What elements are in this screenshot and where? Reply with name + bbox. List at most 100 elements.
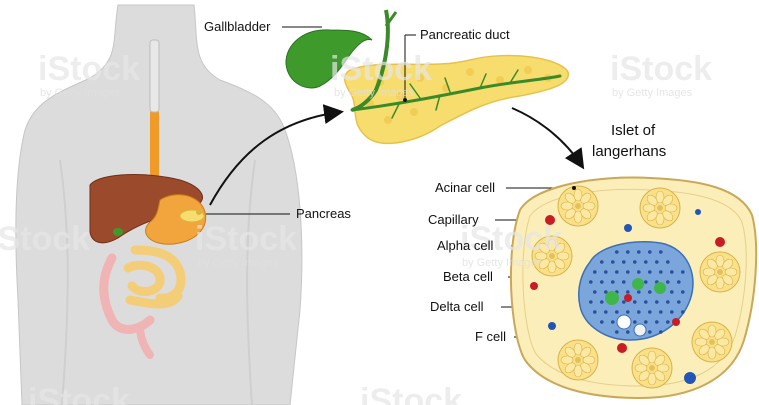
acinar-rosette: [558, 340, 598, 380]
watermark-sub-5: by Getty Images: [198, 257, 279, 269]
acinar-pointer-dot: [572, 186, 576, 190]
beta-cell-nucleus: [655, 320, 659, 324]
beta-cell-nucleus: [600, 320, 604, 324]
trachea: [150, 40, 159, 112]
watermark-brand-1: iStock: [38, 50, 140, 88]
beta-cell-nucleus: [648, 330, 652, 334]
beta-cell-nucleus: [600, 300, 604, 304]
beta-cell-nucleus: [644, 320, 648, 324]
f-cell: [634, 324, 646, 336]
acinar-rosette: [700, 252, 740, 292]
beta-cell-nucleus: [600, 260, 604, 264]
beta-cell-nucleus: [626, 270, 630, 274]
beta-cell-nucleus: [589, 280, 593, 284]
beta-cell-nucleus: [644, 260, 648, 264]
watermark-brand-2: iStock: [330, 50, 432, 88]
beta-cell-nucleus: [626, 330, 630, 334]
beta-cell-nucleus: [659, 270, 663, 274]
beta-cell-nucleus: [593, 270, 597, 274]
label-alpha-cell: Alpha cell: [437, 238, 493, 253]
label-beta-cell: Beta cell: [443, 269, 493, 284]
label-capillary: Capillary: [428, 212, 479, 227]
acinar-rosette: [640, 188, 680, 228]
beta-cell-nucleus: [659, 310, 663, 314]
acinar-rosette: [558, 186, 598, 226]
beta-cell-nucleus: [633, 260, 637, 264]
watermark-brand-5: iStock: [195, 220, 297, 258]
beta-cell-nucleus: [644, 300, 648, 304]
label-pancreatic-duct: Pancreatic duct: [420, 27, 510, 42]
beta-cell-nucleus: [681, 310, 685, 314]
beta-cell-nucleus: [637, 270, 641, 274]
acinar-rosette: [692, 322, 732, 362]
beta-cell-nucleus: [666, 320, 670, 324]
watermark-brand-8: iStock: [360, 382, 462, 405]
label-pancreas: Pancreas: [296, 206, 351, 221]
beta-cell-nucleus: [611, 320, 615, 324]
beta-cell-nucleus: [670, 290, 674, 294]
watermark-brand-7: iStock: [28, 382, 130, 405]
beta-cell-nucleus: [622, 280, 626, 284]
beta-cell-nucleus: [637, 310, 641, 314]
pancreas-pointer-dot: [196, 209, 202, 215]
watermark-sub-3: by Getty Images: [612, 87, 693, 99]
beta-cell-nucleus: [677, 280, 681, 284]
beta-cell-nucleus: [666, 300, 670, 304]
beta-cell-nucleus: [600, 280, 604, 284]
beta-cell-nucleus: [655, 260, 659, 264]
beta-cell-nucleus: [681, 270, 685, 274]
beta-cell-nucleus: [666, 280, 670, 284]
beta-cell-nucleus: [648, 270, 652, 274]
label-islet-line2: langerhans: [592, 143, 666, 160]
watermark-brand-4: iStock: [0, 220, 90, 258]
beta-cell-nucleus: [611, 260, 615, 264]
label-acinar-cell: Acinar cell: [435, 180, 495, 195]
watermark-sub-1: by Getty Images: [40, 87, 121, 99]
beta-cell-nucleus: [681, 290, 685, 294]
label-delta-cell: Delta cell: [430, 299, 484, 314]
beta-cell-nucleus: [666, 260, 670, 264]
arrow-pancreas-to-islet: [512, 108, 582, 166]
beta-cell-nucleus: [670, 310, 674, 314]
beta-cell-nucleus: [615, 250, 619, 254]
label-f-cell: F cell: [475, 329, 506, 344]
delta-cell: [617, 315, 631, 329]
beta-cell-nucleus: [626, 310, 630, 314]
beta-cell-nucleus: [670, 270, 674, 274]
beta-cell-nucleus: [615, 310, 619, 314]
beta-cell-nucleus: [615, 270, 619, 274]
beta-cell-nucleus: [593, 290, 597, 294]
label-gallbladder: Gallbladder: [204, 19, 271, 34]
watermark-sub-2: by Getty Images: [334, 87, 415, 99]
gallbladder-in-body: [113, 228, 123, 236]
beta-cell-nucleus: [593, 310, 597, 314]
label-islet-line1: Islet of: [611, 122, 656, 139]
beta-cell-nucleus: [655, 300, 659, 304]
beta-cell-nucleus: [622, 300, 626, 304]
beta-cell-nucleus: [637, 250, 641, 254]
beta-cell-nucleus: [644, 280, 648, 284]
beta-cell-nucleus: [604, 270, 608, 274]
beta-cell-nucleus: [589, 300, 593, 304]
beta-cell-nucleus: [633, 320, 637, 324]
watermark-sub-6: by Getty Images: [462, 257, 543, 269]
beta-cell-nucleus: [626, 290, 630, 294]
beta-cell-nucleus: [622, 260, 626, 264]
beta-cell-nucleus: [611, 280, 615, 284]
beta-cell-nucleus: [633, 300, 637, 304]
beta-cell-nucleus: [659, 250, 663, 254]
beta-cell-nucleus: [659, 330, 663, 334]
beta-cell-nucleus: [637, 290, 641, 294]
beta-cell-nucleus: [615, 330, 619, 334]
beta-cell-nucleus: [604, 310, 608, 314]
beta-cell-nucleus: [648, 250, 652, 254]
watermark-brand-3: iStock: [610, 50, 712, 88]
beta-cell-nucleus: [648, 290, 652, 294]
beta-cell-nucleus: [648, 310, 652, 314]
islet-capillary: [624, 294, 632, 302]
beta-cell-nucleus: [626, 250, 630, 254]
acinar-rosette: [632, 348, 672, 388]
beta-cell-nucleus: [677, 300, 681, 304]
